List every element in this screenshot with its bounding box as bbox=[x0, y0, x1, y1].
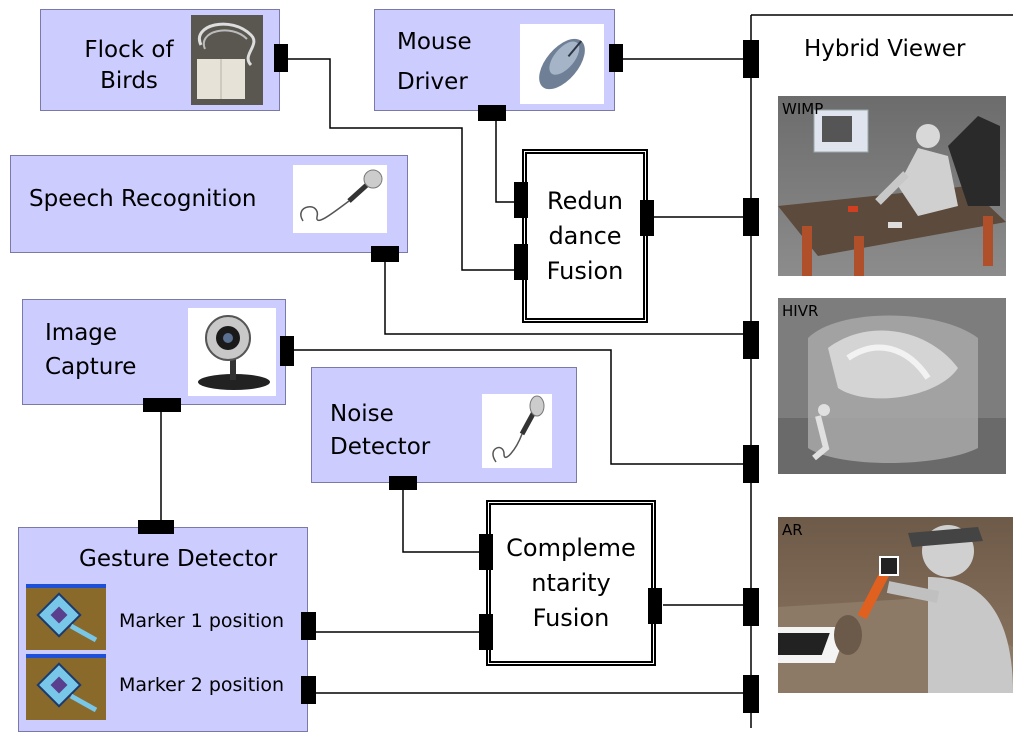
mouse-driver-module: Mouse Driver bbox=[374, 9, 615, 111]
noise-detector-module: Noise Detector bbox=[311, 367, 577, 483]
gesture-detector-module: Gesture Detector Marker 1 position Marke… bbox=[18, 527, 308, 732]
marker1-position-label: Marker 1 position bbox=[119, 610, 285, 632]
wimp-view-image bbox=[778, 96, 1006, 276]
noise-detector-label: Noise Detector bbox=[330, 401, 431, 460]
marker1-thumbnail bbox=[26, 584, 106, 650]
hivr-view-image bbox=[778, 298, 1006, 474]
hivr-label: HIVR bbox=[782, 302, 819, 320]
viewer-port-mouse bbox=[743, 40, 759, 78]
speech-microphone-photo bbox=[293, 165, 387, 233]
complementarity-input-port-1 bbox=[479, 534, 493, 570]
mouse-photo bbox=[520, 24, 604, 104]
viewer-port-marker2 bbox=[743, 675, 759, 713]
speech-recognition-label: Speech Recognition bbox=[29, 186, 257, 212]
image-capture-module: Image Capture bbox=[22, 299, 286, 405]
webcam-photo bbox=[188, 308, 276, 396]
wire-speech-viewer bbox=[384, 262, 744, 335]
gesture-input-port bbox=[138, 520, 174, 534]
gesture-detector-label: Gesture Detector bbox=[79, 546, 278, 572]
mouse-output-port-right bbox=[609, 44, 623, 72]
noise-output-port bbox=[389, 476, 417, 490]
marker2-position-label: Marker 2 position bbox=[119, 674, 285, 696]
hybrid-viewer-title: Hybrid Viewer bbox=[804, 36, 966, 62]
viewer-port-image bbox=[743, 445, 759, 483]
flock-of-birds-module: Flock of Birds bbox=[40, 9, 280, 111]
redundance-input-port-2 bbox=[514, 244, 528, 280]
wire-image-viewer bbox=[292, 349, 744, 465]
image-capture-label: Image Capture bbox=[45, 320, 137, 380]
flock-output-port bbox=[274, 44, 288, 72]
mouse-driver-label: Mouse Driver bbox=[397, 29, 472, 95]
ar-view-image bbox=[778, 517, 1013, 693]
speech-recognition-module: Speech Recognition bbox=[10, 155, 408, 253]
marker2-output-port bbox=[301, 676, 316, 704]
flock-of-birds-label: Flock of Birds bbox=[84, 37, 174, 94]
flock-of-birds-photo bbox=[191, 15, 263, 105]
wire-flock-redundance bbox=[288, 58, 522, 271]
speech-output-port bbox=[371, 246, 399, 262]
complementarity-output-port bbox=[648, 588, 662, 624]
noise-microphone-photo bbox=[482, 394, 552, 468]
viewer-port-complementarity bbox=[743, 588, 759, 626]
redundance-output-port bbox=[640, 200, 654, 236]
image-capture-output-port-bottom bbox=[143, 398, 181, 412]
marker2-thumbnail bbox=[26, 654, 106, 720]
complementarity-input-port-2 bbox=[479, 614, 493, 650]
marker1-output-port bbox=[301, 612, 316, 640]
image-capture-output-port-right bbox=[280, 336, 294, 366]
ar-label: AR bbox=[782, 521, 803, 539]
wire-mouse-redundance bbox=[495, 121, 522, 203]
complementarity-fusion-block: Compleme ntarity Fusion bbox=[486, 500, 656, 666]
viewer-port-speech bbox=[743, 321, 759, 359]
mouse-output-port-bottom bbox=[478, 105, 506, 121]
wire-noise-complementarity bbox=[402, 489, 481, 553]
wimp-label: WIMP bbox=[782, 100, 824, 118]
redundance-fusion-block: Redun dance Fusion bbox=[522, 149, 648, 323]
redundance-input-port-1 bbox=[514, 182, 528, 218]
viewer-port-redundance bbox=[743, 198, 759, 236]
